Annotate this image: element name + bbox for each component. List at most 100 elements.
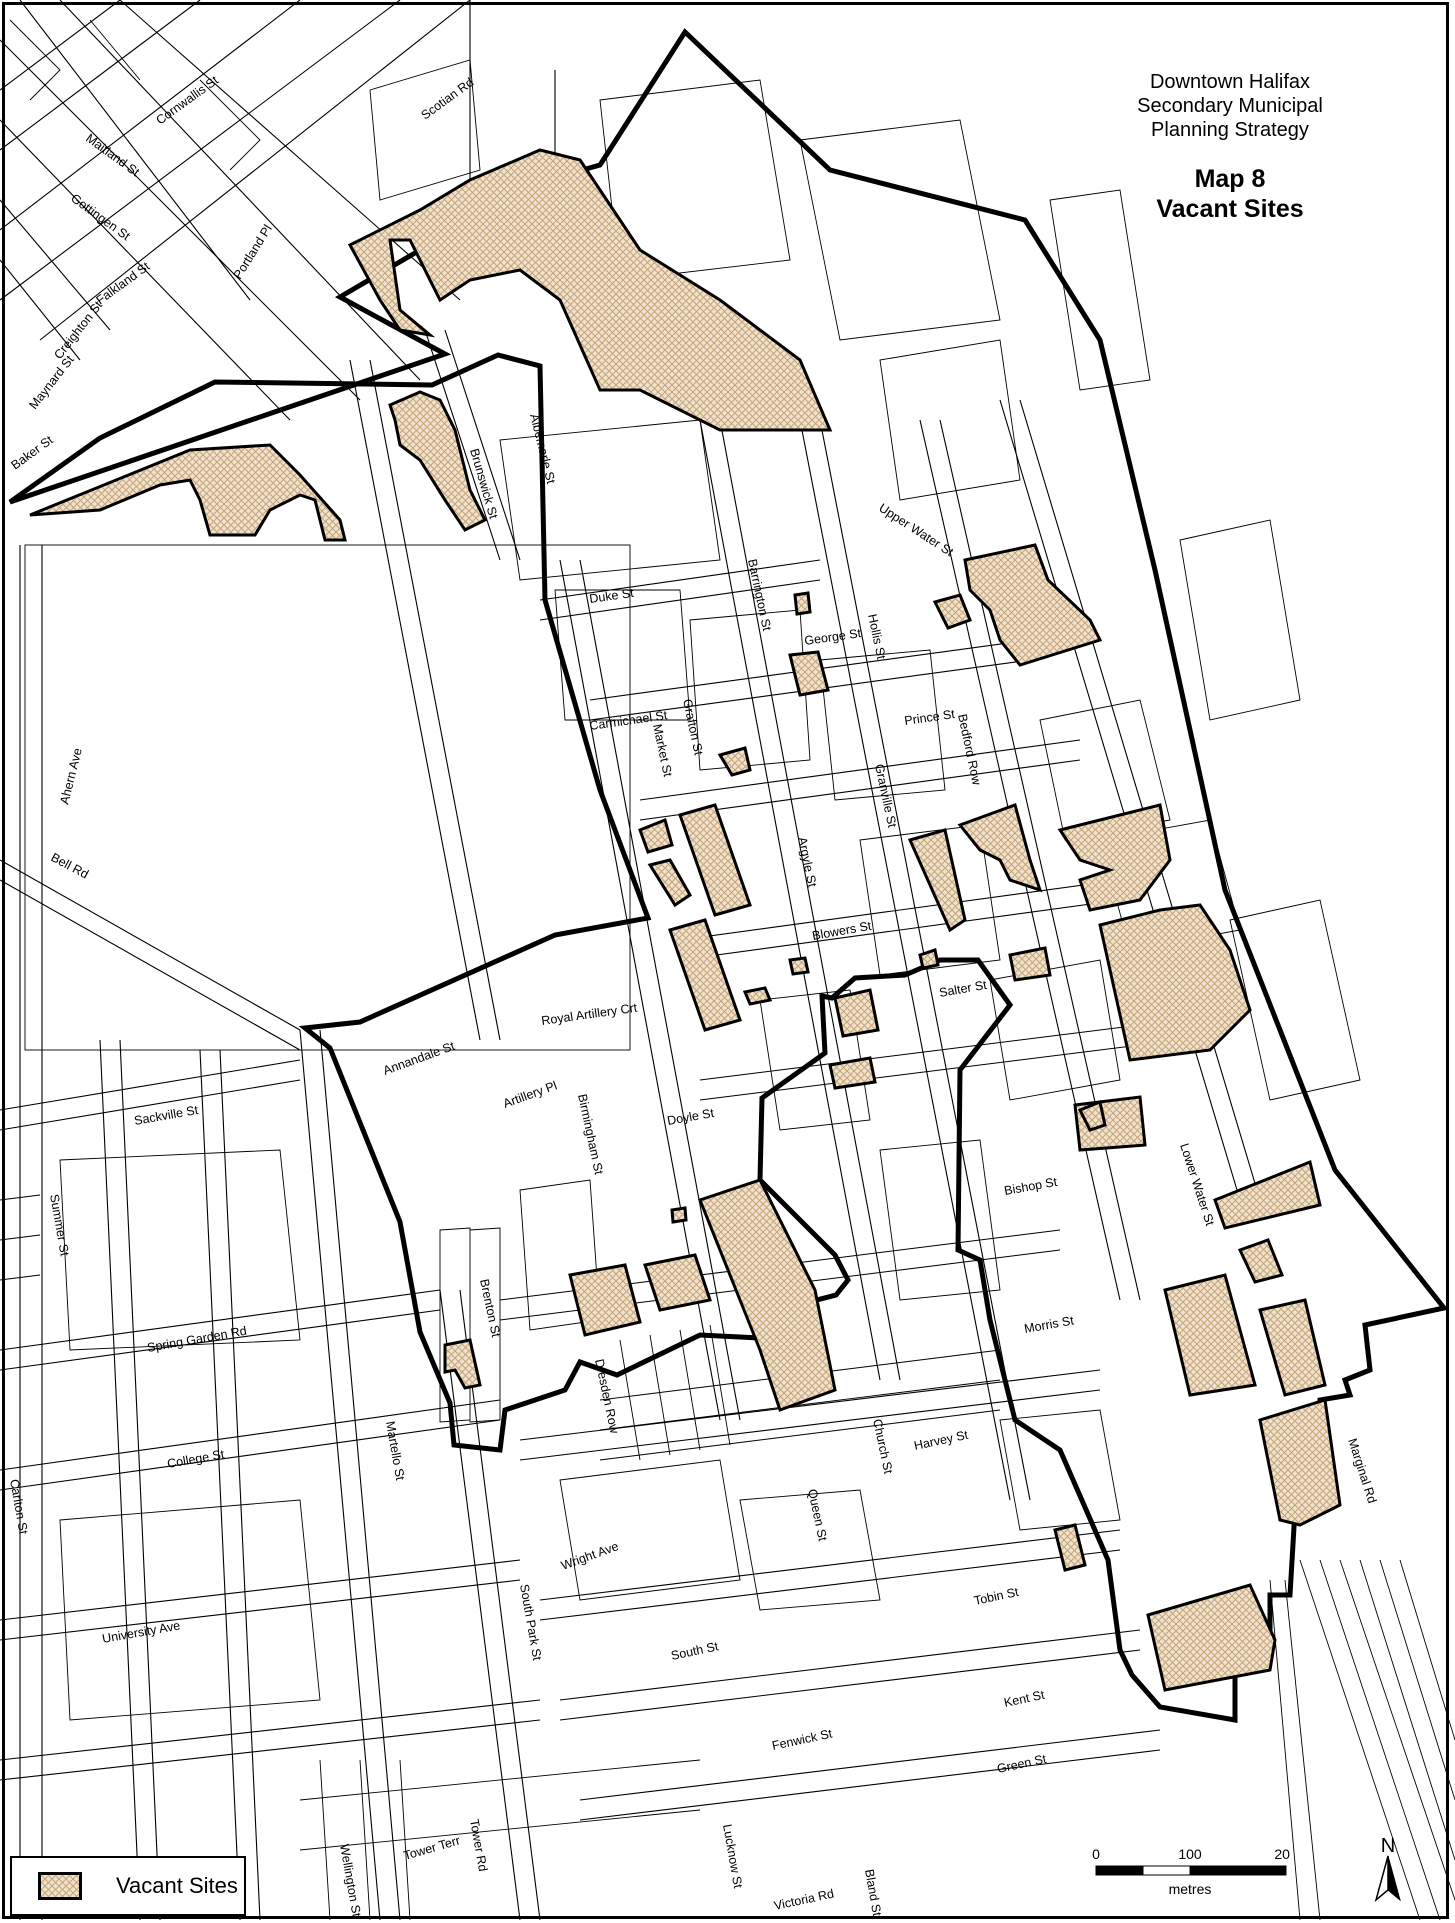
- vacant-site[interactable]: [443, 1338, 482, 1390]
- street-label: Wellington St: [337, 1843, 364, 1918]
- vacant-site[interactable]: [678, 803, 752, 917]
- street-label: Duke St: [588, 586, 635, 606]
- street-label: Church St: [870, 1418, 895, 1476]
- vacant-site[interactable]: [1163, 1273, 1257, 1397]
- street-label: Maitland St: [83, 131, 142, 179]
- street-label: Artillery Pl: [501, 1078, 559, 1110]
- street-label: Blowers St: [811, 919, 873, 943]
- street-label: Barrington St: [745, 558, 774, 633]
- vacant-site[interactable]: [647, 858, 692, 908]
- north-arrow-icon: N: [1374, 1835, 1401, 1903]
- vacant-sites-swatch: [38, 1872, 82, 1900]
- vacant-site[interactable]: [1057, 803, 1172, 912]
- vacant-site[interactable]: [793, 591, 812, 616]
- street-label: Victoria Rd: [773, 1887, 836, 1913]
- vacant-site[interactable]: [932, 593, 972, 630]
- street-label: Ahern Ave: [57, 747, 84, 806]
- vacant-site[interactable]: [828, 1056, 877, 1090]
- street-label: College St: [166, 1447, 226, 1471]
- street-label: Bishop St: [1003, 1175, 1059, 1198]
- street-label: Birmingham St: [575, 1093, 606, 1177]
- vacant-site[interactable]: [963, 543, 1103, 667]
- street-label: South St: [670, 1639, 720, 1663]
- vacant-site[interactable]: [29, 443, 347, 542]
- street-label: Argyle St: [795, 836, 819, 889]
- vacant-site[interactable]: [1053, 1523, 1087, 1572]
- title-line: Downtown Halifax: [1149, 71, 1311, 93]
- vacant-site[interactable]: [638, 817, 674, 854]
- legend-label: Vacant Sites: [116, 1873, 238, 1898]
- vacant-site[interactable]: [1213, 1159, 1322, 1230]
- vacant-site[interactable]: [568, 1263, 642, 1337]
- street-label: Cornwallis St: [154, 73, 222, 128]
- vacant-site[interactable]: [698, 1178, 837, 1412]
- street-label: Market St: [650, 723, 675, 779]
- scale-unit-label: metres: [1169, 1881, 1212, 1897]
- vacant-site[interactable]: [1237, 1238, 1285, 1284]
- street-label: Maynard St: [26, 352, 77, 411]
- street-label: University Ave: [101, 1618, 181, 1646]
- street-label: George St: [803, 626, 862, 648]
- street-label: Summer St: [47, 1193, 72, 1258]
- scale-bar: 0 100 200 metres: [1092, 1846, 1290, 1897]
- street-label: Salter St: [938, 978, 988, 1000]
- vacant-site[interactable]: [742, 986, 773, 1006]
- street-label: Royal Artillery Crt: [540, 1001, 638, 1028]
- street-label: Green St: [996, 1752, 1048, 1776]
- vacant-site[interactable]: [1077, 1099, 1107, 1132]
- street-label: Falkland St: [94, 259, 153, 307]
- legend: Vacant Sites: [10, 1856, 246, 1916]
- street-label: Brenton St: [477, 1278, 503, 1339]
- vacant-site[interactable]: [643, 1253, 712, 1312]
- street-label: Dresden Row: [592, 1358, 622, 1436]
- street-label: Grafton St: [680, 698, 706, 757]
- vacant-site[interactable]: [788, 956, 810, 976]
- street-label: Creighton St: [51, 298, 105, 362]
- street-label: Hollis St: [865, 613, 888, 661]
- street-label: Albemarle St: [527, 412, 558, 485]
- vacant-site[interactable]: [1258, 1398, 1342, 1527]
- street-label: Kent St: [1003, 1688, 1047, 1710]
- title-line: Secondary Municipal: [1137, 95, 1323, 117]
- street-label: Doyle St: [666, 1106, 715, 1128]
- street-label: Wright Ave: [559, 1539, 620, 1573]
- vacant-site[interactable]: [1146, 1583, 1277, 1692]
- street-label: Lower Water St: [1177, 1142, 1217, 1228]
- scale-tick-label: 200: [1274, 1846, 1290, 1862]
- vacant-site[interactable]: [668, 918, 742, 1032]
- street-label: Bland St: [862, 1868, 884, 1917]
- street-label: Tower Rd: [467, 1818, 490, 1872]
- vacant-site[interactable]: [1098, 903, 1252, 1062]
- vacant-site[interactable]: [388, 390, 488, 532]
- vacant-site[interactable]: [717, 746, 752, 777]
- vacant-site[interactable]: [907, 828, 967, 933]
- vacant-sites: [29, 148, 1342, 1692]
- street-label: Queen St: [805, 1488, 830, 1543]
- street-label: Scotian Rd: [419, 75, 477, 122]
- vacant-site[interactable]: [347, 148, 833, 432]
- vacant-site[interactable]: [1258, 1298, 1327, 1397]
- map-title-block: Downtown Halifax Secondary Municipal Pla…: [1070, 70, 1390, 224]
- vacant-site[interactable]: [670, 1206, 688, 1224]
- scale-tick-label: 0: [1092, 1846, 1100, 1862]
- north-label: N: [1381, 1835, 1395, 1857]
- street-label: Upper Water St: [876, 501, 956, 560]
- vacant-site[interactable]: [957, 803, 1043, 893]
- map-name: Vacant Sites: [1156, 195, 1304, 223]
- street-label: Prince St: [903, 707, 956, 728]
- map-number: Map 8: [1194, 165, 1266, 193]
- street-label: South Park St: [517, 1583, 544, 1662]
- street-label: Lucknow St: [720, 1823, 745, 1890]
- scale-tick-label: 100: [1178, 1846, 1202, 1862]
- street-label: Marginal Rd: [1345, 1437, 1379, 1505]
- street-label: Martello St: [383, 1420, 407, 1482]
- vacant-site[interactable]: [788, 650, 830, 697]
- street-label: Portland Pl: [231, 222, 275, 281]
- street-label: Annandale St: [381, 1039, 457, 1078]
- vacant-site[interactable]: [918, 948, 940, 970]
- street-label: Tower Terr: [402, 1833, 462, 1862]
- vacant-site[interactable]: [1008, 946, 1052, 982]
- vacant-site[interactable]: [833, 988, 880, 1038]
- street-label: Morris St: [1023, 1313, 1075, 1336]
- street-label: Tobin St: [973, 1585, 1021, 1608]
